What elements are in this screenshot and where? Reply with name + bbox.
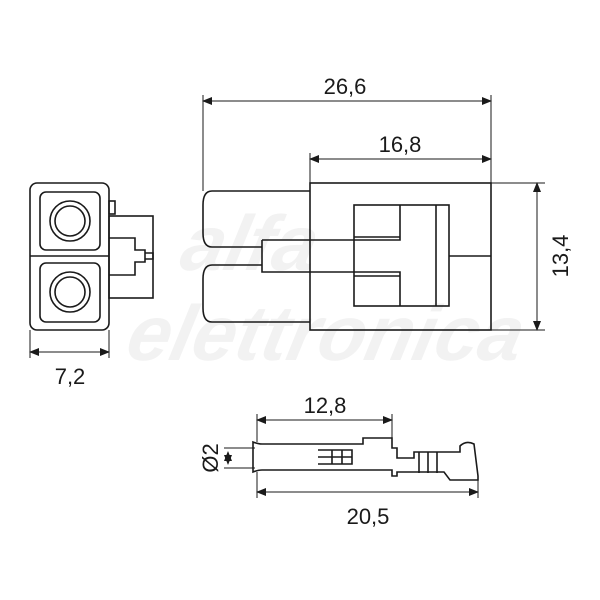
dim-terminal-diameter: Ø2 [198,443,223,472]
dimension-lines [29,95,545,498]
dim-housing-length: 16,8 [379,132,422,157]
dim-height: 13,4 [548,235,573,278]
dim-overall-length: 26,6 [324,74,367,99]
svg-text:elettronica: elettronica [120,290,533,377]
dim-terminal-contact-length: 12,8 [304,393,347,418]
dim-width: 7,2 [55,364,86,389]
side-view [29,182,154,331]
watermark-logo: alfa elettronica [120,200,533,377]
svg-text:alfa: alfa [174,200,327,287]
dimension-labels: 26,6 16,8 13,4 7,2 12,8 20,5 Ø2 [55,74,573,529]
top-view [202,182,492,331]
dim-terminal-total-length: 20,5 [347,504,390,529]
terminal-view [252,437,479,481]
